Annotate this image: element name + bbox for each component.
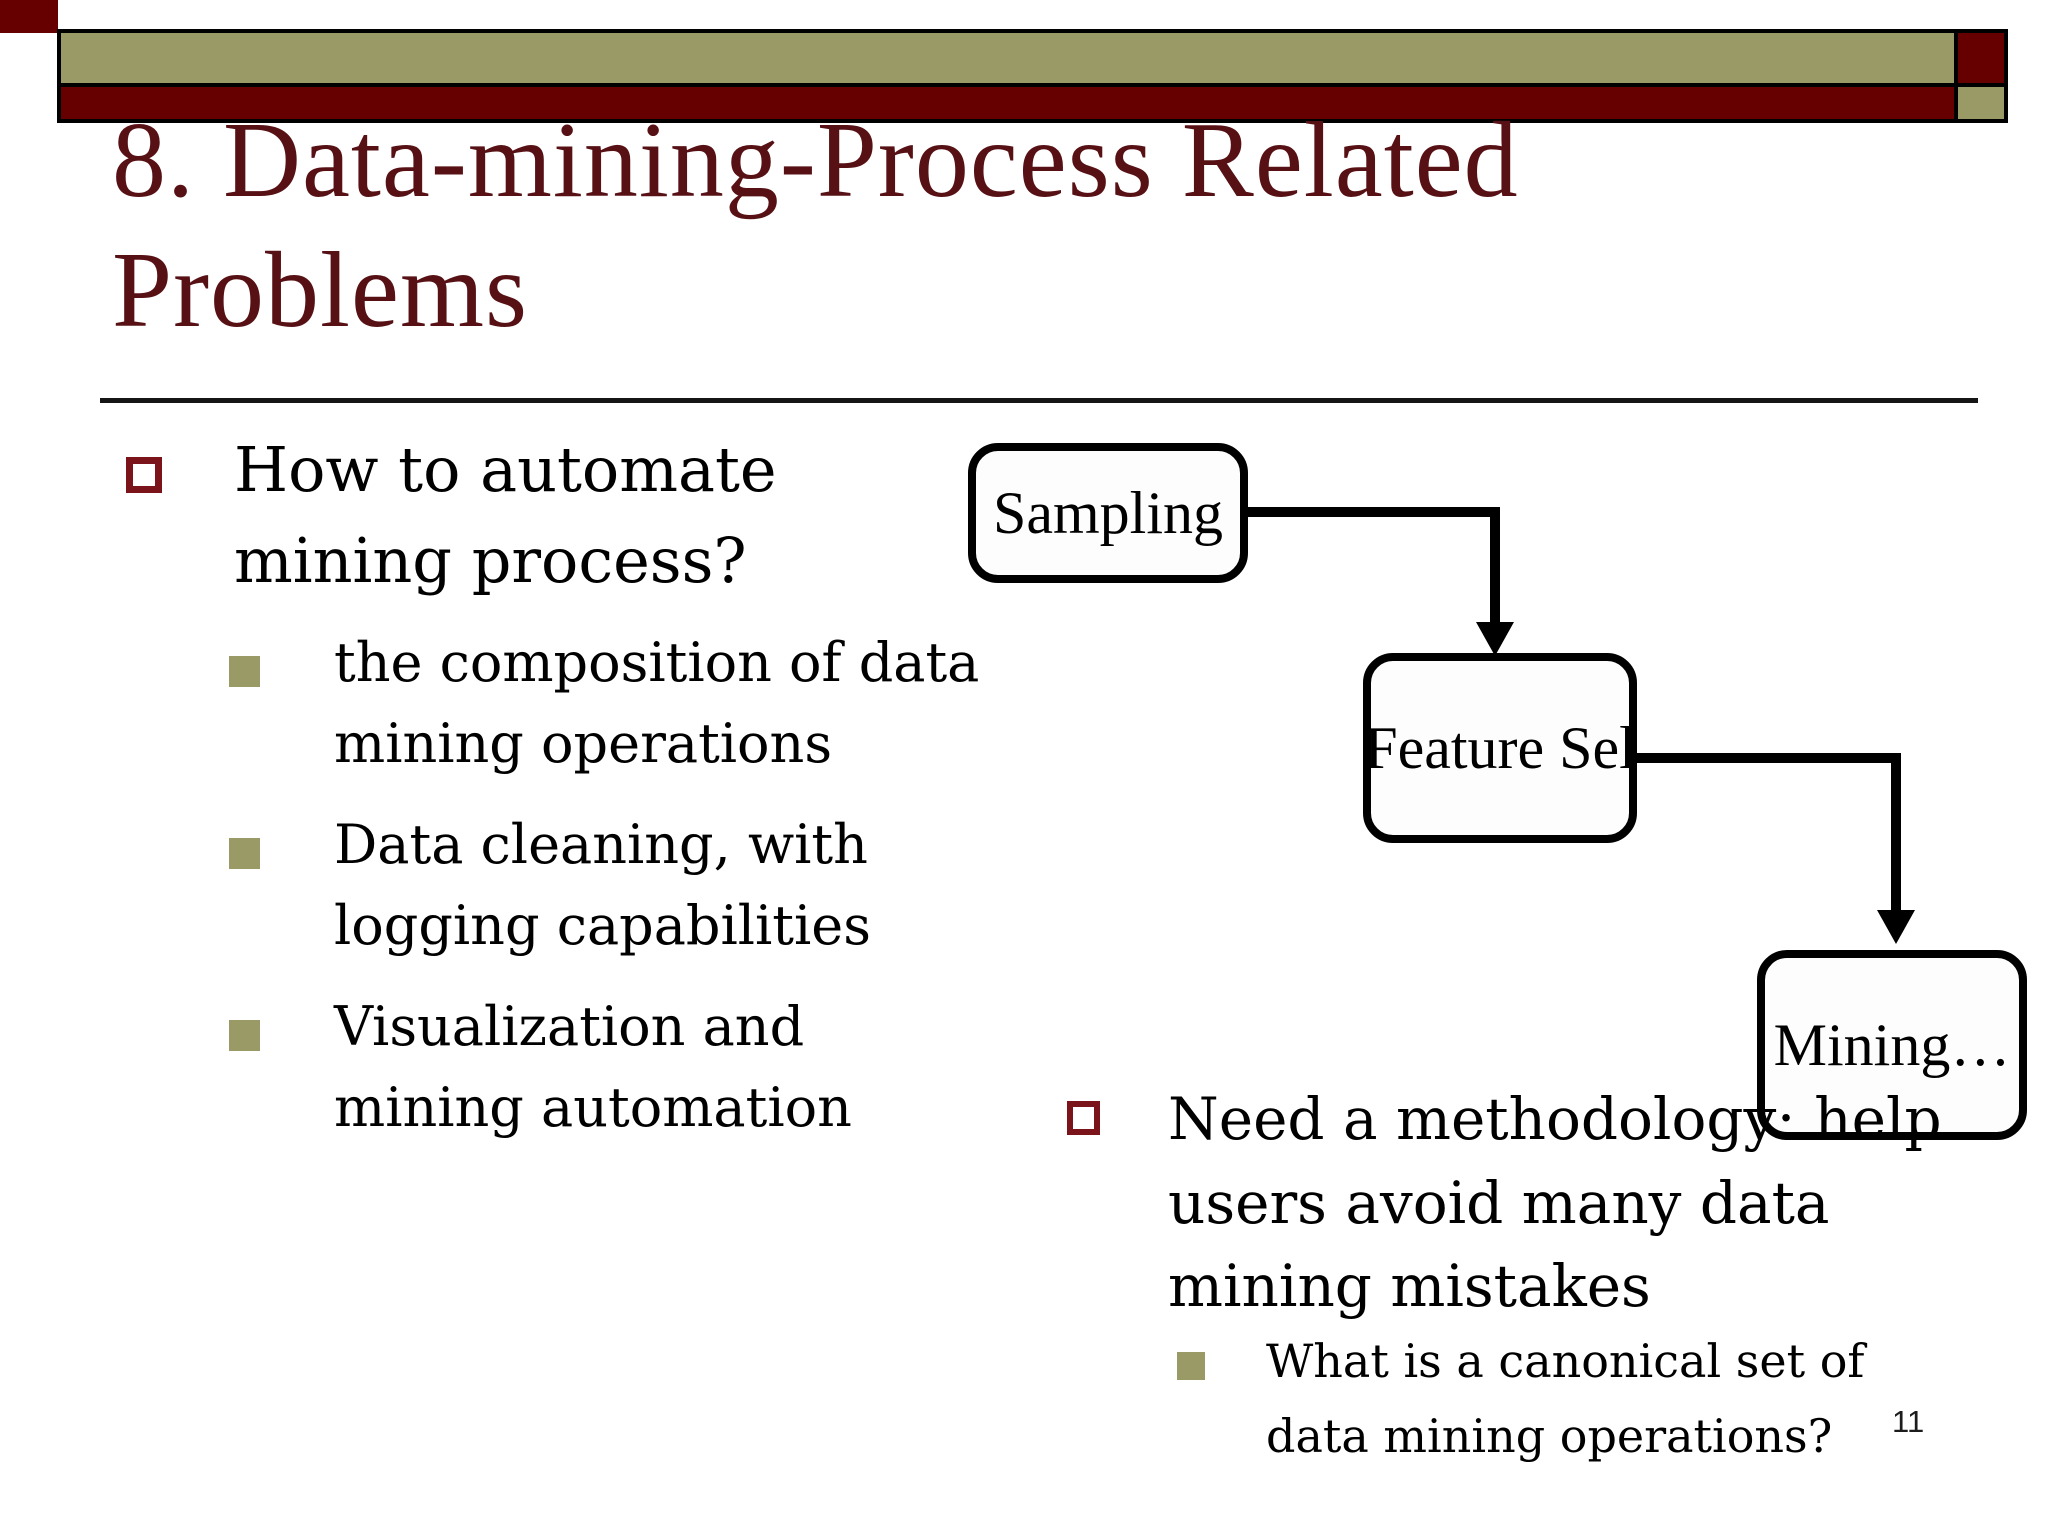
right-bullet-line-3: mining mistakes: [1168, 1252, 1651, 1321]
left-sub-bullet-2-line-1: Data cleaning, with: [334, 813, 868, 876]
slide-title-line-1: 8. Data-mining-Process Related: [112, 101, 1519, 220]
banner-corner-maroon-block: [1954, 29, 2008, 87]
left-bullet-text: How to automate mining process?: [234, 424, 777, 606]
slide-title: 8. Data-mining-Process Related Problems: [112, 96, 1519, 355]
flow-node-sampling: Sampling: [968, 443, 1248, 583]
left-sub-bullet-1: the composition of data mining operation…: [334, 622, 979, 784]
banner-olive-bar: [57, 29, 1958, 87]
left-sub-bullet-3-line-2: mining automation: [334, 1076, 852, 1139]
title-divider-line: [100, 398, 1978, 403]
right-bullet-line-2: users avoid many data: [1168, 1168, 1830, 1237]
banner-maroon-bar: [57, 83, 1958, 123]
page-number: 11: [1892, 1404, 1925, 1439]
bullet-open-square-icon: [126, 457, 162, 493]
right-bullet-text: Need a methodology: help users avoid man…: [1168, 1078, 1942, 1329]
bullet-open-square-icon: [1067, 1101, 1100, 1135]
sub-bullet-square-icon: [1177, 1352, 1205, 1380]
right-sub-bullet-1-line-2: data mining operations?: [1266, 1409, 1833, 1464]
right-sub-bullet-1: What is a canonical set of data mining o…: [1266, 1324, 1864, 1475]
flow-node-mining-label: Mining…: [1773, 1011, 2011, 1078]
sub-bullet-square-icon: [229, 1020, 260, 1051]
arrow-feature-sel-to-mining-icon: [1637, 753, 1915, 944]
left-bullet-line-1: How to automate: [234, 433, 777, 506]
sub-bullet-square-icon: [229, 838, 260, 869]
right-sub-bullet-1-line-1: What is a canonical set of: [1266, 1334, 1865, 1388]
top-left-red-accent: [0, 0, 58, 33]
left-sub-bullet-2-line-2: logging capabilities: [334, 894, 871, 957]
flow-node-feature-sel-label: Feature Sel: [1364, 714, 1636, 781]
left-sub-bullet-1-line-2: mining operations: [334, 712, 833, 775]
left-sub-bullet-2: Data cleaning, with logging capabilities: [334, 804, 871, 966]
flow-node-mining: Mining…: [1757, 950, 2027, 1140]
left-sub-bullet-1-line-1: the composition of data: [334, 631, 980, 694]
flow-node-sampling-label: Sampling: [992, 479, 1223, 546]
flow-node-feature-sel: Feature Sel: [1363, 653, 1637, 843]
arrow-sampling-to-feature-sel-icon: [1248, 507, 1514, 656]
banner-corner-olive-block: [1954, 83, 2008, 123]
left-sub-bullet-3: Visualization and mining automation: [334, 986, 852, 1148]
left-bullet-line-2: mining process?: [234, 524, 747, 598]
sub-bullet-square-icon: [229, 656, 260, 687]
left-sub-bullet-3-line-1: Visualization and: [334, 995, 805, 1058]
slide-title-line-2: Problems: [112, 230, 529, 350]
right-bullet-line-1: Need a methodology: help: [1168, 1085, 1942, 1153]
